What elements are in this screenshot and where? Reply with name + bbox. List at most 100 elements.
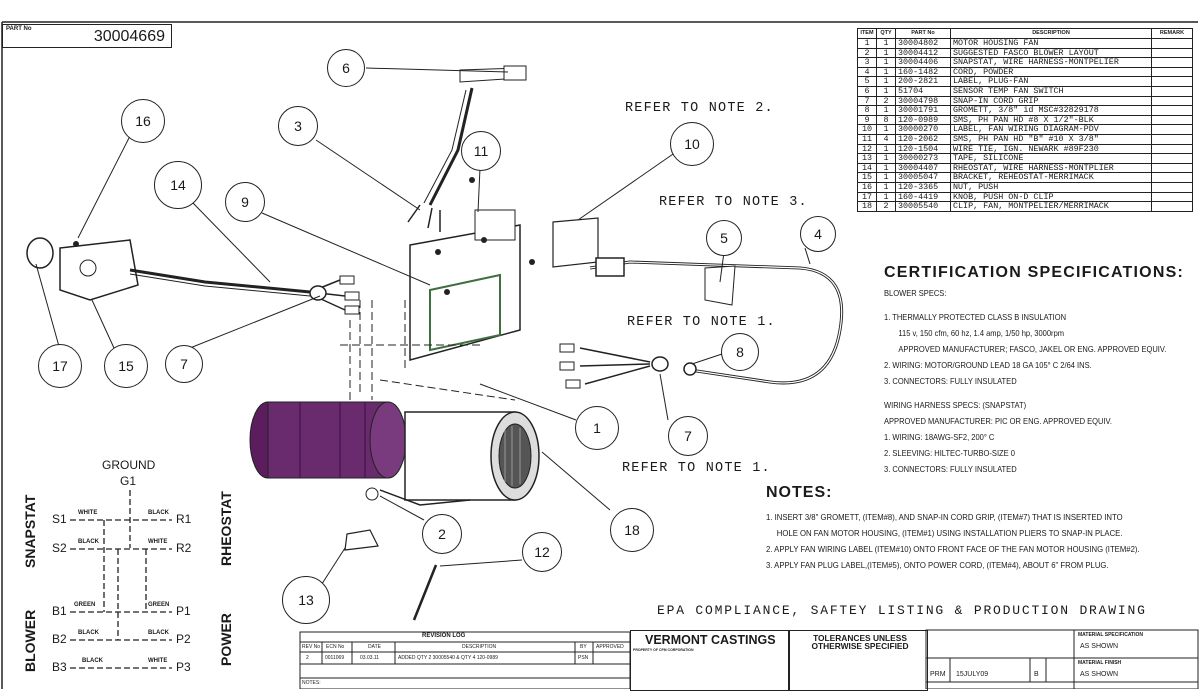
bom-description: NUT, PUSH	[950, 181, 1152, 193]
ground-label: GROUND	[102, 458, 156, 472]
certification-specs: CERTIFICATION SPECIFICATIONS: BLOWER SPE…	[884, 264, 1194, 474]
terminal-p3: P3	[176, 660, 191, 674]
bom-part-no: 30000273	[895, 153, 951, 164]
bom-description: LABEL, PLUG-FAN	[950, 76, 1152, 87]
callout-7: 7	[668, 416, 708, 456]
wire-r2: WHITE	[148, 539, 168, 545]
notes-line-2: 2. APPLY FAN WIRING LABEL (ITEM#10) ONTO…	[766, 544, 1140, 554]
bom-header-qty: QTY	[876, 28, 896, 39]
callout-18: 18	[610, 508, 654, 552]
cert-b2: 2. WIRING: MOTOR/GROUND LEAD 18 GA 105° …	[884, 360, 1092, 370]
epa-heading: EPA COMPLIANCE, SAFTEY LISTING & PRODUCT…	[657, 603, 1147, 618]
bom-remark	[1151, 114, 1193, 126]
bom-qty: 1	[876, 47, 896, 59]
wire-s2: BLACK	[78, 539, 99, 545]
wire-p3: WHITE	[148, 658, 168, 664]
rev-row-description: ADDED QTY 2 30005540 & QTY 4 120-0989	[398, 655, 498, 661]
bom-remark	[1151, 133, 1193, 145]
bom-part-no: 160-1482	[895, 66, 951, 78]
wire-r1: BLACK	[148, 510, 169, 516]
terminal-s2: S2	[52, 541, 67, 555]
drawing-date: 15JULY09	[956, 671, 989, 678]
callout-5: 5	[706, 220, 742, 256]
terminal-r1: R1	[176, 512, 192, 526]
cert-harness-specs: WIRING HARNESS SPECS: (SNAPSTAT)	[884, 400, 1027, 410]
note-ref-3: REFER TO NOTE 3.	[659, 195, 808, 210]
g1-label: G1	[120, 474, 137, 488]
bom-description: GROMETT, 3/8" id MSC#32829178	[950, 105, 1152, 116]
bom-qty: 1	[876, 181, 896, 193]
material-finish-value: AS SHOWN	[1080, 671, 1119, 678]
bom-part-no: 30004406	[895, 57, 951, 68]
wire-b3: BLACK	[82, 658, 103, 664]
bom-part-no: 30005047	[895, 172, 951, 183]
cert-b1b: APPROVED MANUFACTURER; FASCO, JAKEL OR E…	[898, 344, 1167, 354]
blower-label: BLOWER	[22, 609, 38, 672]
bom-remark	[1151, 143, 1193, 155]
cert-h0: APPROVED MANUFACTURER: PIC OR ENG. APPRO…	[884, 416, 1112, 426]
bom-description: RHEOSTAT, WIRE HARNESS-MONTPLIER	[950, 162, 1152, 174]
electrical-schematic	[70, 490, 172, 669]
snapstat-label: SNAPSTAT	[22, 494, 38, 568]
bom-qty: 1	[876, 38, 896, 49]
rev-row-ecn: 0011069	[325, 655, 345, 661]
bom-item: 13	[857, 153, 877, 164]
bom-remark	[1151, 85, 1193, 97]
fan-motor	[249, 401, 407, 479]
bom-qty: 1	[876, 162, 896, 174]
terminal-p1: P1	[176, 604, 191, 618]
bom-part-no: 200-2821	[895, 76, 951, 87]
bom-remark	[1151, 172, 1193, 183]
bom-item: 7	[857, 95, 877, 107]
bom-remark	[1151, 66, 1193, 78]
bom-part-no: 30005540	[895, 201, 951, 212]
bom-qty: 1	[876, 172, 896, 183]
bom-part-no: 160-4419	[895, 191, 951, 203]
cert-h1: 1. WIRING: 18AWG-SF2, 200° C	[884, 432, 995, 442]
bom-qty: 1	[876, 76, 896, 87]
callout-14: 14	[154, 161, 202, 209]
notes-line-3: 3. APPLY FAN PLUG LABEL,(ITEM#5), ONTO P…	[766, 560, 1109, 570]
cert-b1a: 115 v, 150 cfm, 60 hz, 1.4 amp, 1/50 hp,…	[898, 328, 1065, 338]
callout-15: 15	[104, 344, 148, 388]
rev-header-by: BY	[580, 644, 587, 650]
cert-title: CERTIFICATION SPECIFICATIONS:	[884, 264, 1184, 281]
wire-p1: GREEN	[148, 602, 170, 608]
note-ref-1b: REFER TO NOTE 1.	[622, 461, 771, 476]
terminal-p2: P2	[176, 632, 191, 646]
notes-line-1b: HOLE ON FAN MOTOR HOUSING, (ITEM#1) USIN…	[776, 528, 1123, 538]
bom-item: 14	[857, 162, 877, 174]
callout-3: 3	[278, 106, 318, 146]
company-sub: PROPERTY OF CFM CORPORATION	[633, 648, 694, 652]
bom-remark	[1151, 191, 1193, 203]
bom-header-remark: REMARK	[1151, 28, 1193, 39]
cert-h2: 2. SLEEVING: HILTEC-TURBO-SIZE 0	[884, 448, 1015, 458]
bom-part-no: 30004802	[895, 38, 951, 49]
bom-qty: 1	[876, 57, 896, 68]
bom-item: 4	[857, 66, 877, 78]
bom-remark	[1151, 76, 1193, 87]
bom-description: CLIP, FAN, MONTPELIER/MERRIMACK	[950, 201, 1152, 212]
bom-description: BRACKET, REHEOSTAT-MERRIMACK	[950, 172, 1152, 183]
bom-item: 15	[857, 172, 877, 183]
cert-h3: 3. CONNECTORS: FULLY INSULATED	[884, 464, 1017, 474]
bom-part-no: 30001791	[895, 105, 951, 116]
note-ref-2: REFER TO NOTE 2.	[625, 101, 774, 116]
